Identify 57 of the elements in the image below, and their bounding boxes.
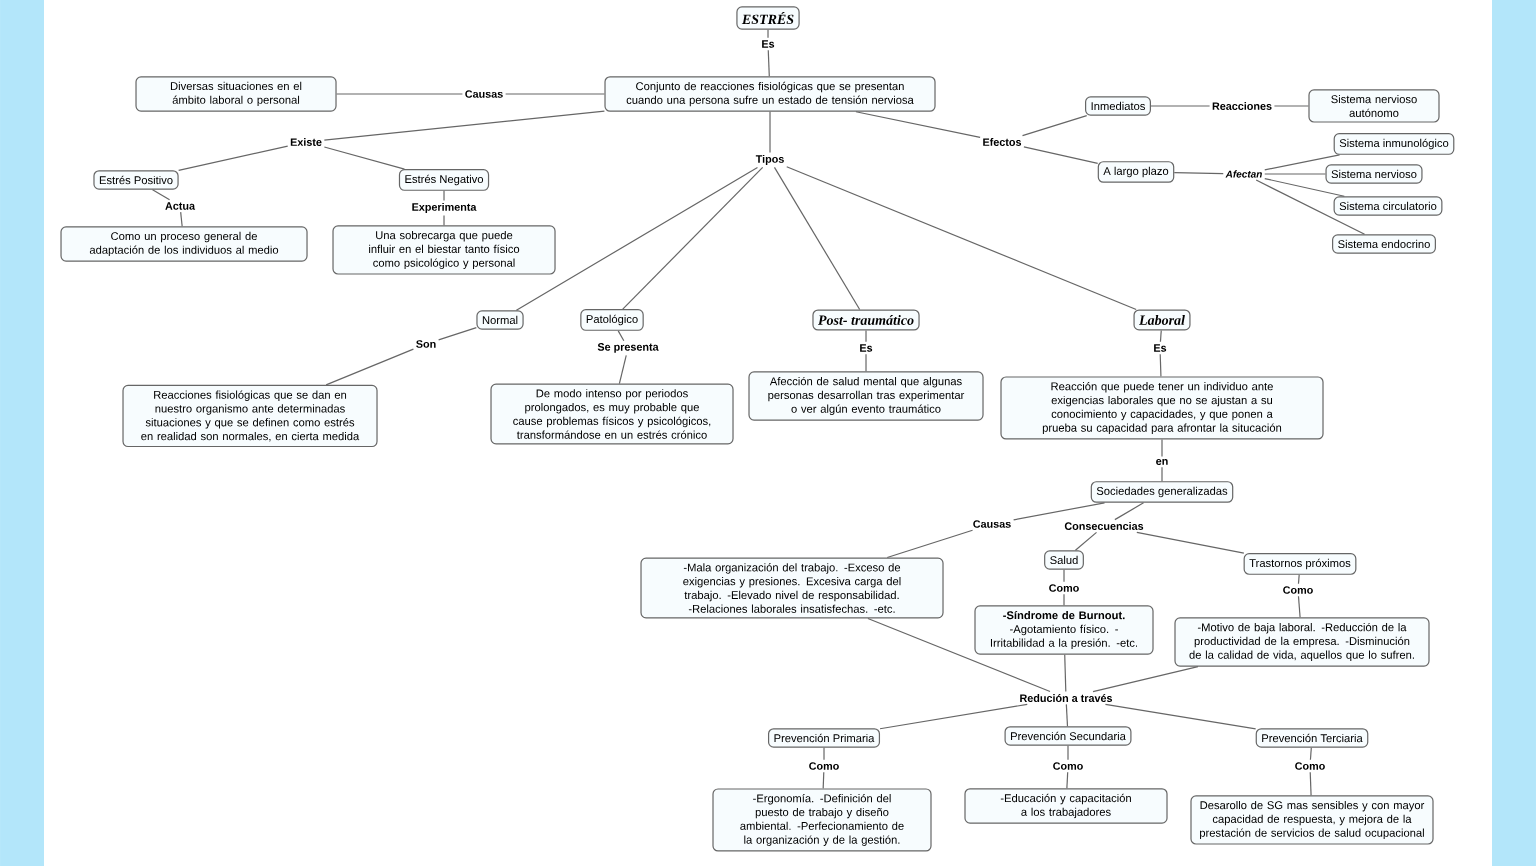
connector-line <box>1161 466 1163 482</box>
connector-line <box>323 146 406 170</box>
connector-line <box>1136 531 1245 554</box>
connector-line <box>1065 703 1069 727</box>
connector-line <box>823 747 825 761</box>
connector-line <box>1064 654 1067 693</box>
connector-line <box>773 166 861 311</box>
connector-line <box>443 190 445 202</box>
connector-line <box>178 145 289 172</box>
connector-line <box>865 353 867 372</box>
connector-line <box>1023 146 1099 164</box>
connector-line <box>1074 531 1098 551</box>
connector-line <box>822 771 825 789</box>
connector-line <box>769 111 771 154</box>
connector-line <box>1159 329 1162 343</box>
connector-line <box>867 617 1051 693</box>
connector-line <box>505 93 605 95</box>
connector-line <box>336 93 463 95</box>
connector-line <box>1161 438 1163 458</box>
connector-line <box>1114 502 1145 521</box>
connector-line <box>1066 771 1069 789</box>
connector-line <box>1297 574 1300 585</box>
connector-line <box>1067 745 1069 761</box>
connector-line <box>879 703 1028 730</box>
connector-line <box>1264 154 1341 171</box>
connector-line <box>1264 178 1345 197</box>
connector-line <box>438 327 477 341</box>
connector-line <box>786 166 1137 311</box>
connector-line <box>1150 105 1211 107</box>
connector-line <box>1255 179 1366 235</box>
connector-line <box>1104 703 1257 730</box>
connector-line <box>1159 353 1162 377</box>
connector-line <box>180 211 183 227</box>
connector-line <box>618 354 627 385</box>
connector-line <box>767 49 770 77</box>
connector-line <box>617 330 625 342</box>
connector-line <box>1264 173 1327 175</box>
connector-line <box>515 166 759 311</box>
connector-line <box>325 348 415 386</box>
connector-line <box>855 111 981 139</box>
connector-line <box>1092 666 1199 693</box>
connector-line <box>1013 502 1106 521</box>
connector-line <box>1021 115 1088 137</box>
connector-line <box>886 529 974 559</box>
connector-line <box>1309 771 1312 796</box>
connector-line <box>1309 747 1312 761</box>
connector-line <box>443 214 445 226</box>
connector-line <box>622 166 764 310</box>
connector-line <box>1063 593 1065 606</box>
connector-line <box>865 329 867 343</box>
connector-line <box>1173 172 1224 175</box>
connector-line <box>1273 105 1309 107</box>
connector-line <box>323 110 605 141</box>
connector-line <box>767 29 769 39</box>
connector-line <box>1063 569 1065 583</box>
connector-line <box>151 189 171 201</box>
connector-line <box>1297 595 1301 618</box>
